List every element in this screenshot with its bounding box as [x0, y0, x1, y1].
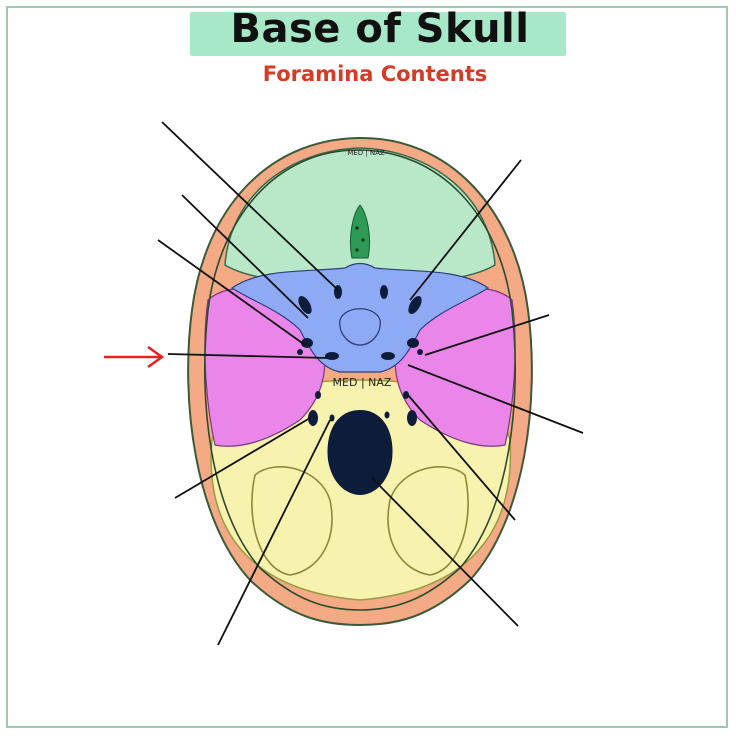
leader-line	[181, 194, 309, 319]
hypoglossal-canal-left	[329, 414, 335, 422]
foramen-spinosum-right	[417, 349, 423, 355]
superior-orbital-fissure-right	[408, 295, 422, 315]
cribriform-foramen	[361, 238, 365, 242]
leader-line	[409, 159, 522, 301]
red-arrow-icon	[104, 345, 165, 369]
superior-orbital-fissure-left	[298, 295, 312, 315]
cerebellar-fossa-right	[387, 466, 469, 576]
jugular-foramen-left	[308, 410, 318, 426]
sella-turcica	[339, 308, 381, 346]
internal-acoustic-meatus-left	[315, 391, 321, 399]
leader-line	[167, 353, 329, 359]
leader-line	[217, 419, 331, 646]
leader-line	[407, 364, 584, 434]
cribriform-foramen	[355, 226, 359, 230]
page-subtitle: Foramina Contents	[262, 62, 488, 86]
leader-line	[157, 239, 306, 346]
page-border	[6, 6, 728, 728]
leader-line	[371, 477, 519, 627]
leader-line	[424, 314, 550, 356]
foramen-rotundum-left	[301, 338, 313, 348]
foramen-rotundum-right	[407, 338, 419, 348]
leader-line	[407, 394, 516, 521]
cribriform-plate	[349, 204, 371, 259]
sphenoid-body	[230, 262, 490, 373]
hypoglossal-canal-right	[384, 411, 390, 419]
leader-line	[161, 121, 339, 291]
page-title: Base of Skull	[230, 6, 530, 52]
inner-skull-line	[204, 149, 516, 611]
cerebellar-fossa-left	[251, 466, 333, 576]
jugular-foramen-right	[407, 410, 417, 426]
leader-line	[174, 417, 311, 499]
internal-acoustic-meatus-right	[403, 391, 409, 399]
foramen-ovale-left	[325, 352, 339, 360]
foramen-spinosum-left	[297, 349, 303, 355]
title-highlight	[190, 12, 566, 56]
foramen-ovale-right	[381, 352, 395, 360]
optic-canal-right	[380, 285, 388, 299]
cribriform-foramen	[355, 248, 359, 252]
anterior-midline-label: MED | NAZ	[347, 149, 385, 157]
foramen-magnum	[327, 410, 393, 495]
central-midline-label: MED | NAZ	[333, 376, 392, 389]
